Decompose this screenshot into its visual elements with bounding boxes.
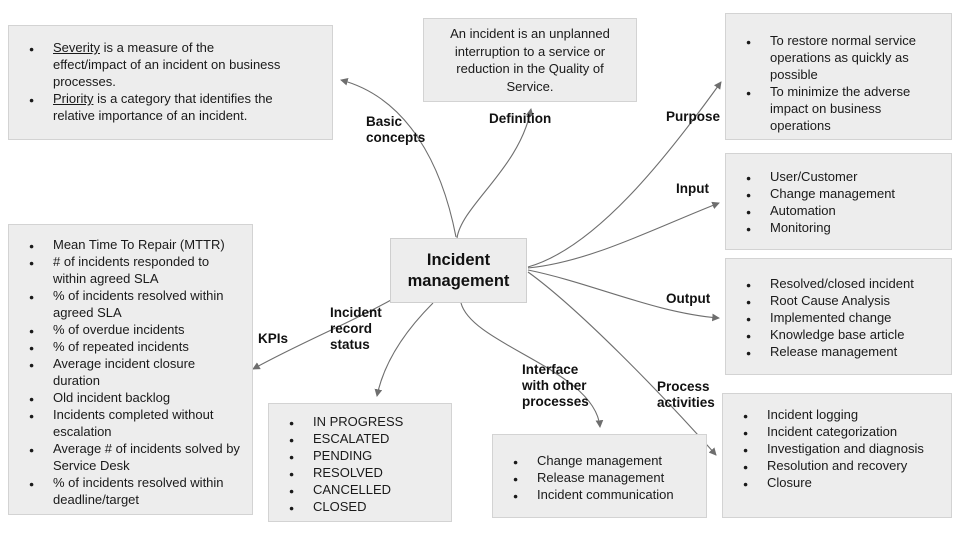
purpose-list: To restore normal service operations as … — [730, 32, 947, 134]
branch-label-interface: Interface with other processes — [522, 362, 589, 409]
list-item: RESOLVED — [287, 464, 441, 483]
list-item: Priority is a category that identifies t… — [27, 90, 282, 124]
list-item: Average # of incidents solved by Service… — [27, 440, 240, 474]
list-item: Change management — [744, 185, 941, 204]
branch-label-process-activities: Process activities — [657, 379, 715, 410]
connector-interface — [460, 302, 604, 428]
branch-label-definition: Definition — [489, 111, 552, 126]
list-item: Resolution and recovery — [741, 457, 927, 476]
connector-kpis — [252, 299, 392, 370]
list-item: Incident communication — [511, 486, 696, 505]
list-item: User/Customer — [744, 168, 941, 187]
interface-list: Change managementRelease managementIncid… — [497, 452, 702, 505]
connector-input — [527, 201, 720, 269]
list-item: Mean Time To Repair (MTTR) — [27, 236, 240, 255]
list-item: Implemented change — [744, 309, 941, 328]
list-item: Monitoring — [744, 219, 941, 238]
list-item: Incident logging — [741, 406, 927, 425]
basic-concepts-list: Severity is a measure of the effect/impa… — [13, 39, 328, 124]
list-item: ESCALATED — [287, 430, 441, 449]
connector-output — [527, 269, 720, 322]
branch-label-purpose: Purpose — [666, 109, 721, 124]
list-item: # of incidents responded to within agree… — [27, 253, 240, 287]
list-item: Average incident closure duration — [27, 355, 240, 389]
input-list: User/CustomerChange managementAutomation… — [730, 168, 947, 238]
kpis-list: Mean Time To Repair (MTTR)# of incidents… — [13, 236, 248, 508]
list-item: Resolved/closed incident — [744, 275, 941, 294]
output-list: Resolved/closed incidentRoot Cause Analy… — [730, 275, 947, 362]
list-item: CLOSED — [287, 498, 441, 517]
center-node-title: Incident management — [407, 250, 510, 290]
list-item: Old incident backlog — [27, 389, 240, 408]
interface-box: Change managementRelease managementIncid… — [492, 434, 707, 518]
list-item: Root Cause Analysis — [744, 292, 941, 311]
kpis-box: Mean Time To Repair (MTTR)# of incidents… — [8, 224, 253, 515]
branch-label-status: Incident record status — [330, 305, 382, 352]
connector-basic-concepts — [340, 78, 457, 238]
list-item: % of repeated incidents — [27, 338, 240, 357]
branch-label-basic-concepts: Basic concepts — [366, 114, 426, 145]
list-item: To minimize the adverse impact on busine… — [744, 83, 929, 134]
center-node: Incident management — [390, 238, 527, 303]
list-item: To restore normal service operations as … — [744, 32, 929, 83]
list-item: Incidents completed without escalation — [27, 406, 240, 440]
connector-process-activities — [527, 271, 717, 456]
definition-text: An incident is an unplanned interruption… — [450, 26, 610, 94]
definition-box: An incident is an unplanned interruption… — [423, 18, 637, 102]
output-box: Resolved/closed incidentRoot Cause Analy… — [725, 258, 952, 375]
connector-status — [374, 302, 434, 397]
list-item: % of overdue incidents — [27, 321, 240, 340]
list-item: Knowledge base article — [744, 326, 941, 345]
list-item: Investigation and diagnosis — [741, 440, 927, 459]
list-item: Closure — [741, 474, 927, 493]
input-box: User/CustomerChange managementAutomation… — [725, 153, 952, 250]
list-item: Release management — [511, 469, 696, 488]
list-item: Automation — [744, 202, 941, 221]
list-item: CANCELLED — [287, 481, 441, 500]
branch-label-output: Output — [666, 291, 711, 306]
status-list: IN PROGRESSESCALATEDPENDINGRESOLVEDCANCE… — [273, 413, 447, 517]
basic-concepts-box: Severity is a measure of the effect/impa… — [8, 25, 333, 140]
list-item: Incident categorization — [741, 423, 927, 442]
branch-label-input: Input — [676, 181, 709, 196]
list-item: Severity is a measure of the effect/impa… — [27, 39, 282, 90]
process-activities-list: Incident loggingIncident categorizationI… — [727, 406, 947, 493]
connector-purpose — [527, 81, 722, 268]
list-item: Release management — [744, 343, 941, 362]
process-activities-box: Incident loggingIncident categorizationI… — [722, 393, 952, 518]
list-item: PENDING — [287, 447, 441, 466]
branch-label-kpis: KPIs — [258, 331, 289, 346]
purpose-box: To restore normal service operations as … — [725, 13, 952, 140]
connector-definition — [456, 108, 534, 239]
list-item: Change management — [511, 452, 696, 471]
status-box: IN PROGRESSESCALATEDPENDINGRESOLVEDCANCE… — [268, 403, 452, 522]
list-item: % of incidents resolved within agreed SL… — [27, 287, 240, 321]
list-item: % of incidents resolved within deadline/… — [27, 474, 240, 508]
list-item: IN PROGRESS — [287, 413, 441, 432]
